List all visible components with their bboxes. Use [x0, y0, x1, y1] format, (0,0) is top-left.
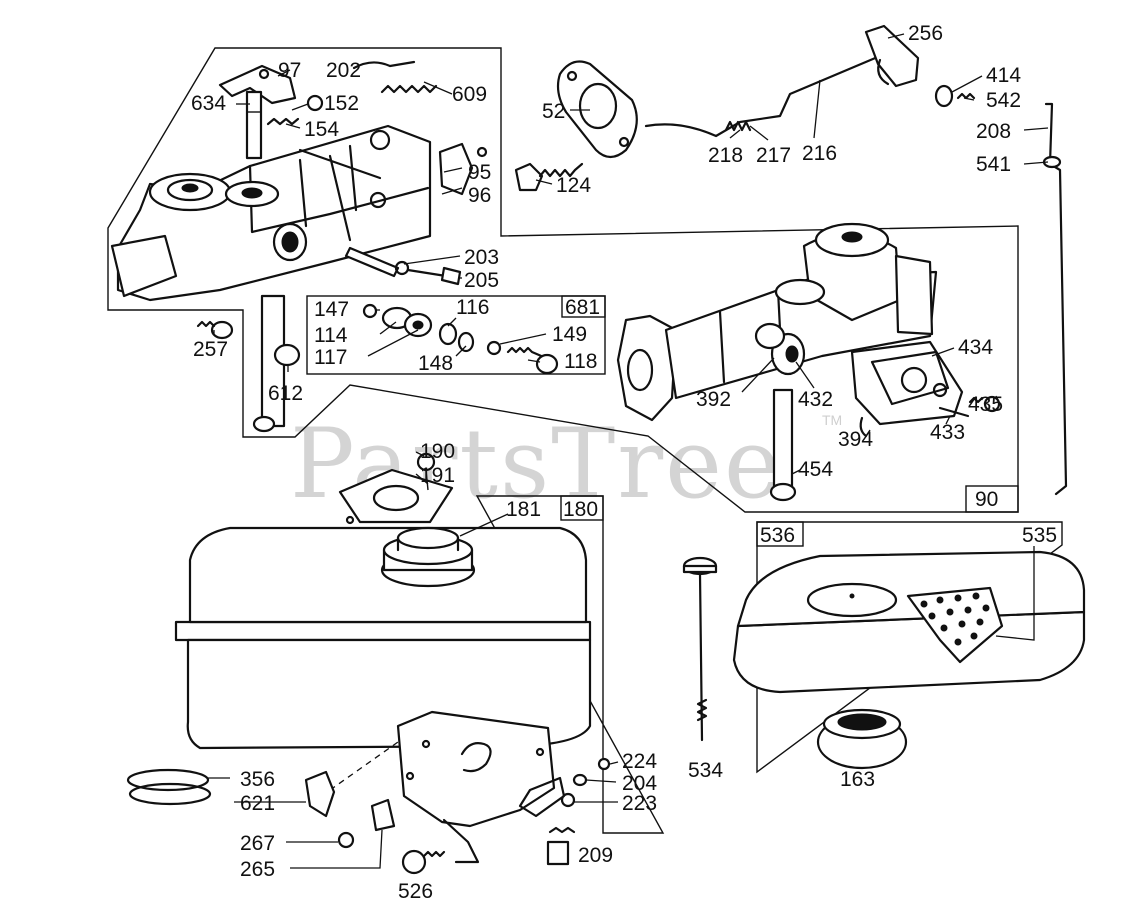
rings-and-clips [126, 768, 396, 849]
callout-204: 204 [622, 772, 657, 795]
carburetor-upper-left [110, 60, 488, 433]
group-536-label-box [756, 521, 804, 547]
group-label-90: 90 [975, 488, 998, 511]
callout-454: 454 [798, 458, 833, 481]
callout-209: 209 [578, 844, 613, 867]
fuel-tank [174, 452, 611, 875]
air-cleaner [732, 550, 1086, 770]
oil-dipstick [682, 556, 718, 742]
callout-148: 148 [418, 352, 453, 375]
callout-181: 181 [506, 498, 541, 521]
callout-534: 534 [688, 759, 723, 782]
group-label-681: 681 [565, 296, 600, 319]
callout-392: 392 [696, 388, 731, 411]
callout-609: 609 [452, 83, 487, 106]
callout-205: 205 [464, 269, 499, 292]
group-90-label-box [965, 485, 1019, 513]
callout-97: 97 [278, 59, 301, 82]
callout-224: 224 [622, 750, 657, 773]
callout-202: 202 [326, 59, 361, 82]
callout-257: 257 [193, 338, 228, 361]
callout-218: 218 [708, 144, 743, 167]
callout-433: 433 [930, 421, 965, 444]
callout-356: 356 [240, 768, 275, 791]
callout-163: 163 [840, 768, 875, 791]
callout-432: 432 [798, 388, 833, 411]
callout-612: 612 [268, 382, 303, 405]
callout-203: 203 [464, 246, 499, 269]
group-label-536: 536 [760, 524, 795, 547]
callout-634: 634 [191, 92, 226, 115]
kit-681-outline [306, 295, 606, 375]
callout-116: 116 [456, 296, 489, 319]
callout-114: 114 [314, 324, 348, 347]
callout-208: 208 [976, 120, 1011, 143]
callout-621: 621 [240, 792, 275, 815]
callout-526: 526 [398, 880, 433, 903]
callout-147: 147 [314, 298, 349, 321]
group-180-label-box [560, 495, 604, 521]
callout-labels: 97 202 609 634 152 154 95 96 52 124 256 … [191, 22, 1057, 903]
callout-117: 117 [314, 346, 347, 369]
callout-149: 149 [552, 323, 587, 346]
callout-267: 267 [240, 832, 275, 855]
callout-223: 223 [622, 792, 657, 815]
gasket-and-screw [514, 60, 638, 192]
group-label-180: 180 [563, 498, 598, 521]
callout-191: 191 [420, 464, 455, 487]
callout-152: 152 [324, 92, 359, 115]
callout-414: 414 [986, 64, 1021, 87]
callout-190: 190 [420, 440, 455, 463]
governor-link [644, 24, 976, 138]
callout-96: 96 [468, 184, 491, 207]
callout-95: 95 [468, 161, 491, 184]
carburetor-group-outline [107, 47, 1019, 513]
callout-434: 434 [958, 336, 993, 359]
callout-217: 217 [756, 144, 791, 167]
callout-265: 265 [240, 858, 275, 881]
carburetor-right [616, 222, 1001, 502]
callout-216: 216 [802, 142, 837, 165]
callout-541: 541 [976, 153, 1011, 176]
callout-118: 118 [564, 350, 597, 373]
callout-256: 256 [908, 22, 943, 45]
callout-542: 542 [986, 89, 1021, 112]
callout-124: 124 [556, 174, 591, 197]
callout-394: 394 [838, 428, 873, 451]
kit-681-label-box [561, 295, 606, 318]
leader-lines [208, 33, 1049, 869]
kit-681-parts [362, 303, 559, 375]
watermark-trademark: TM [822, 412, 842, 428]
callout-535: 535 [1022, 524, 1057, 547]
callout-154: 154 [304, 118, 339, 141]
callout-52: 52 [542, 100, 565, 123]
callout-435: 435 [968, 393, 1003, 416]
